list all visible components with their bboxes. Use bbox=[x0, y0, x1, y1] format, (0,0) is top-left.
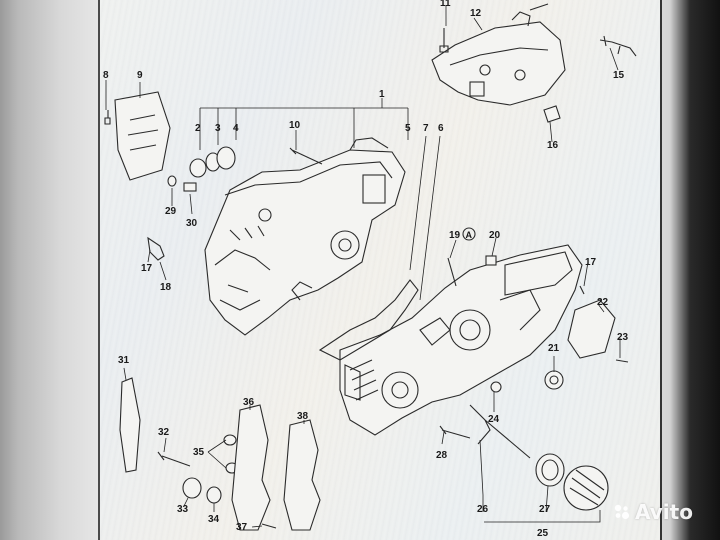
damper-35a bbox=[223, 434, 237, 446]
callout-34: 34 bbox=[208, 514, 220, 525]
callout-33: 33 bbox=[177, 504, 189, 515]
callout-22: 22 bbox=[597, 297, 609, 308]
callout-29: 29 bbox=[165, 206, 177, 217]
cover-22 bbox=[567, 299, 616, 359]
screw-37 bbox=[261, 523, 277, 529]
callout-7: 7 bbox=[423, 123, 429, 134]
callout-23: 23 bbox=[617, 332, 629, 343]
callout-31: 31 bbox=[118, 355, 130, 366]
callout-6: 6 bbox=[438, 123, 444, 134]
callout-1: 1 bbox=[379, 89, 385, 100]
screw-17-right bbox=[579, 285, 585, 295]
callout-2: 2 bbox=[195, 123, 201, 134]
callout-32: 32 bbox=[158, 427, 170, 438]
callout-9: 9 bbox=[137, 70, 143, 81]
gasket-31 bbox=[119, 377, 141, 473]
plate-9 bbox=[114, 91, 171, 181]
top-bracket-part bbox=[431, 3, 566, 106]
callout-25: 25 bbox=[537, 528, 549, 539]
screw-23 bbox=[615, 359, 629, 363]
callout-labels: 1 2 3 4 5 7 6 8 9 10 11 12 15 16 29 30 1… bbox=[103, 0, 629, 539]
callout-27: 27 bbox=[539, 504, 551, 515]
callout-20: 20 bbox=[489, 230, 501, 241]
bolt-28 bbox=[439, 425, 471, 439]
avito-watermark-text: Avito bbox=[635, 500, 693, 524]
bushing-33 bbox=[182, 477, 202, 499]
callout-16: 16 bbox=[547, 140, 559, 151]
pin-24 bbox=[490, 381, 502, 393]
callout-35: 35 bbox=[193, 447, 205, 458]
callout-A-circle bbox=[462, 227, 476, 241]
callout-15: 15 bbox=[613, 70, 625, 81]
callout-4: 4 bbox=[233, 123, 239, 134]
callout-28: 28 bbox=[436, 450, 448, 461]
bolt-10 bbox=[289, 147, 323, 165]
bushing-20 bbox=[485, 255, 497, 266]
callout-26: 26 bbox=[477, 504, 489, 515]
callout-12: 12 bbox=[470, 8, 482, 19]
callout-8: 8 bbox=[103, 70, 109, 81]
sleeve-16 bbox=[543, 105, 561, 123]
callout-3: 3 bbox=[215, 123, 221, 134]
avito-watermark: Avito bbox=[613, 500, 693, 524]
seal-21 bbox=[544, 370, 564, 390]
lever-24 bbox=[469, 404, 531, 459]
clip-17-18 bbox=[147, 236, 165, 261]
crankcase-lower-part bbox=[339, 244, 583, 436]
callout-19: 19 bbox=[449, 230, 461, 241]
callout-30: 30 bbox=[186, 218, 198, 229]
pin-30 bbox=[183, 182, 197, 192]
plate-36 bbox=[231, 404, 271, 531]
callout-24: 24 bbox=[488, 414, 500, 425]
leader-lines bbox=[105, 6, 621, 528]
bolt-32 bbox=[157, 451, 191, 467]
callout-5: 5 bbox=[405, 123, 411, 134]
gasket-27 bbox=[535, 453, 565, 487]
callout-18: 18 bbox=[160, 282, 172, 293]
pin-29 bbox=[167, 175, 177, 187]
callout-11: 11 bbox=[440, 0, 451, 9]
callout-36: 36 bbox=[243, 397, 255, 408]
callout-17-right: 17 bbox=[585, 257, 597, 268]
callout-17-left: 17 bbox=[141, 263, 153, 274]
callout-21: 21 bbox=[548, 343, 560, 354]
spring-19 bbox=[447, 257, 457, 287]
crankcase-upper-part bbox=[204, 137, 406, 336]
avito-logo-icon bbox=[613, 503, 631, 521]
gasket-outline bbox=[318, 279, 419, 361]
washer-34 bbox=[206, 486, 222, 504]
callout-A: A bbox=[466, 230, 473, 240]
plate-38 bbox=[283, 419, 321, 531]
callout-38: 38 bbox=[297, 411, 309, 422]
bearing-2 bbox=[189, 158, 207, 178]
callout-10: 10 bbox=[289, 120, 301, 131]
bolt-11 bbox=[439, 28, 449, 53]
ring-4 bbox=[216, 146, 236, 170]
callout-37: 37 bbox=[236, 522, 248, 533]
clip-15 bbox=[599, 35, 637, 57]
screw-8 bbox=[104, 110, 111, 125]
